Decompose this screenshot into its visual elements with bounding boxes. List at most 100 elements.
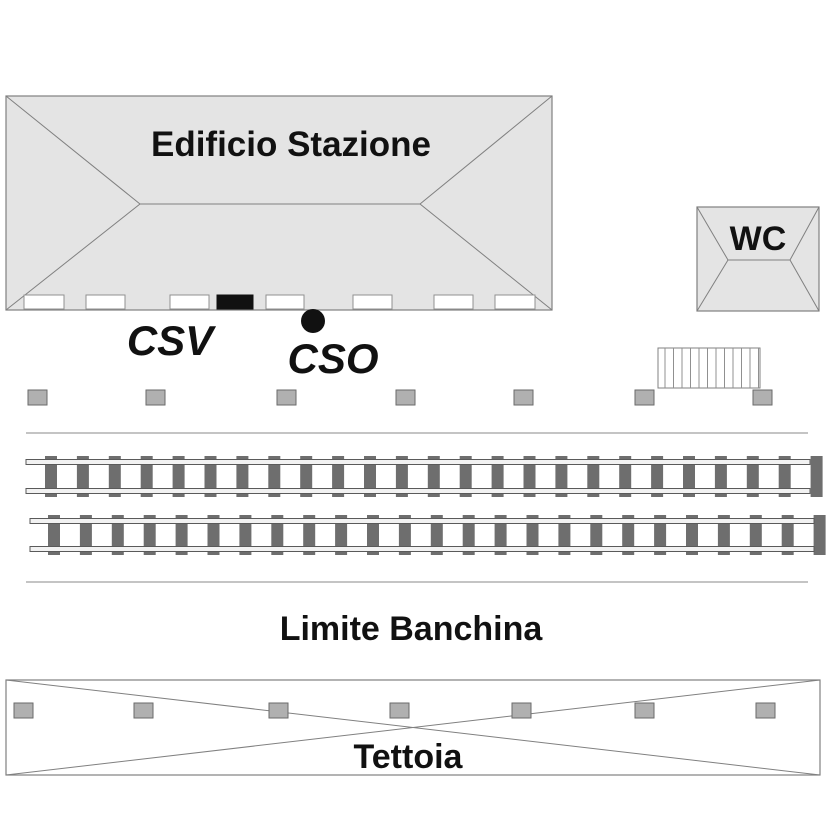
- marker-square: [133, 702, 154, 719]
- wc-outline: [696, 206, 820, 312]
- track-sleeper: [526, 515, 539, 555]
- track-rail: [29, 518, 815, 524]
- canopy-markers: [13, 702, 776, 719]
- wc-roof-hip-right: [789, 259, 820, 312]
- track-sleeper: [335, 515, 348, 555]
- track-sleeper: [364, 456, 376, 497]
- track-sleeper: [204, 456, 217, 497]
- track-sleeper: [813, 515, 826, 555]
- track-sleeper: [622, 515, 635, 555]
- track-sleeper: [587, 456, 600, 497]
- track-sleeper: [427, 456, 440, 497]
- track-sleeper: [523, 456, 536, 497]
- canopy-diagonal-b: [5, 679, 821, 776]
- track-sleeper: [778, 456, 791, 497]
- marker-square: [395, 389, 416, 406]
- marker-square: [276, 389, 297, 406]
- track-sleeper: [271, 515, 284, 555]
- track-sleeper: [717, 515, 730, 555]
- track-sleeper: [79, 515, 92, 555]
- track-1: [25, 456, 823, 497]
- station-window: [433, 294, 474, 310]
- track-sleeper: [558, 515, 571, 555]
- marker-square: [268, 702, 289, 719]
- marker-square: [752, 389, 773, 406]
- marker-square: [13, 702, 34, 719]
- station-window: [265, 294, 305, 310]
- track-sleeper: [494, 515, 507, 555]
- track-sleeper: [76, 456, 89, 497]
- marker-square: [145, 389, 166, 406]
- track-sleeper: [683, 456, 695, 497]
- station-roof-hip-left: [5, 203, 141, 311]
- track-sleeper: [239, 515, 252, 555]
- track-rail: [25, 488, 811, 494]
- station-roof-hip-right: [419, 203, 553, 311]
- track-sleeper: [430, 515, 443, 555]
- station-window: [85, 294, 126, 310]
- wc-roof-lines-top: [696, 206, 820, 261]
- marker-square: [511, 702, 532, 719]
- marker-square: [389, 702, 410, 719]
- canopy-label: Tettoia: [354, 738, 464, 776]
- track-sleeper: [746, 456, 759, 497]
- track-sleeper: [651, 456, 664, 497]
- track-sleeper: [303, 515, 316, 555]
- station-window: [494, 294, 536, 310]
- track-sleeper: [172, 456, 185, 497]
- track-sleeper: [175, 515, 188, 555]
- track-sleeper: [111, 515, 124, 555]
- marker-square: [755, 702, 776, 719]
- station-building-outline: [5, 95, 553, 311]
- track-sleeper: [462, 515, 475, 555]
- track-sleeper: [459, 456, 472, 497]
- station-windows: [23, 294, 536, 310]
- wc-building: WC: [696, 206, 820, 312]
- station-window: [23, 294, 65, 310]
- track-sleeper: [491, 456, 504, 497]
- track-sleeper: [781, 515, 794, 555]
- track-sleeper: [398, 515, 411, 555]
- track-sleeper: [810, 456, 823, 497]
- track-sleeper: [654, 515, 667, 555]
- track-sleeper: [140, 456, 153, 497]
- station-window: [352, 294, 393, 310]
- station-building-label: Edificio Stazione: [151, 125, 431, 164]
- platform-limit-label: Limite Banchina: [280, 610, 544, 648]
- cso-label: CSO: [287, 335, 378, 382]
- track-sleeper: [45, 456, 57, 497]
- station-window: [169, 294, 210, 310]
- station-door: [216, 294, 254, 310]
- track-2: [29, 515, 826, 555]
- track-sleeper: [395, 456, 408, 497]
- bench-icon: [657, 347, 761, 389]
- track-sleeper: [714, 456, 727, 497]
- track-sleeper: [236, 456, 249, 497]
- marker-square: [513, 389, 534, 406]
- bench-outline: [657, 347, 761, 389]
- track-sleeper: [555, 456, 568, 497]
- station-roof-ridge: [5, 95, 553, 205]
- marker-square: [634, 389, 655, 406]
- station-building: Edificio Stazione: [5, 95, 553, 311]
- cso-marker-icon: [301, 309, 325, 333]
- track-sleeper: [749, 515, 762, 555]
- marker-square: [634, 702, 655, 719]
- track-sleeper: [207, 515, 220, 555]
- track-sleeper: [367, 515, 379, 555]
- track-sleeper: [108, 456, 121, 497]
- track-rail: [29, 546, 815, 552]
- wc-label: WC: [730, 220, 787, 258]
- track-sleeper: [268, 456, 281, 497]
- track-sleeper: [48, 515, 60, 555]
- track-sleeper: [619, 456, 632, 497]
- track-rail: [25, 459, 811, 465]
- track-sleeper: [300, 456, 313, 497]
- marker-square: [27, 389, 48, 406]
- track-sleeper: [143, 515, 156, 555]
- canopy: Tettoia: [5, 679, 821, 776]
- track-sleeper: [590, 515, 603, 555]
- track-sleeper: [686, 515, 698, 555]
- wc-roof-hip-left: [696, 259, 729, 312]
